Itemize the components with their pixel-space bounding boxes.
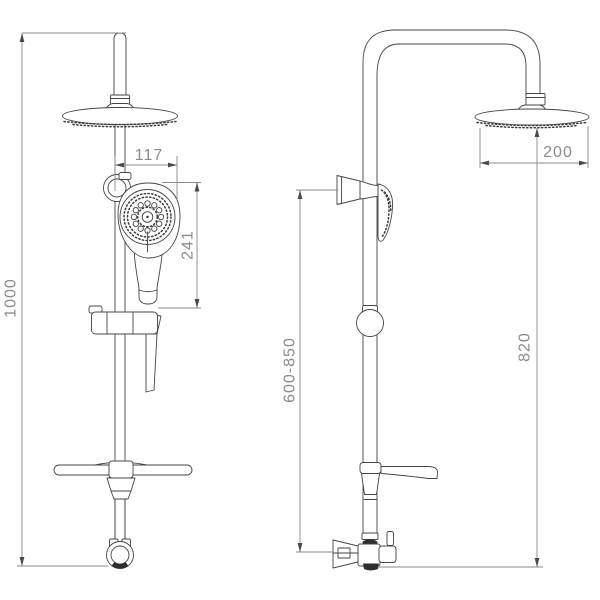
side-gooseneck-pipe: [362, 29, 541, 536]
front-lower-adapters: [106, 477, 136, 542]
dim-head-width: 200: [479, 126, 589, 168]
shelf-hub: [108, 460, 134, 479]
mixer-lever-paddle: [145, 333, 158, 393]
dim-label-adjustable-range: 600-850: [282, 337, 299, 403]
dim-label-head-width: 200: [543, 144, 573, 161]
dim-adjustable-range: 600-850: [282, 189, 338, 553]
side-holder: [336, 175, 393, 242]
elbow-body: [357, 543, 381, 567]
hose-ring-inner: [110, 545, 130, 565]
front-hose-outlet: [106, 538, 134, 569]
holder-bracket: [359, 180, 379, 200]
dim-hand-shower-height: 241: [158, 182, 201, 309]
hose-ring-seal: [106, 541, 134, 569]
elbow-knob: [378, 545, 397, 563]
mixer-body: [91, 311, 158, 335]
side-rain-head-nozzles: [476, 121, 588, 127]
elbow-wall-cone: [332, 539, 359, 569]
side-head-nut: [525, 93, 546, 106]
front-rain-head-nozzles: [63, 120, 177, 126]
dim-overall-height: 1000: [3, 32, 126, 567]
dimensions: 1000 117 241 200: [3, 32, 589, 568]
side-shelf-arm: [380, 466, 438, 479]
front-view: [53, 32, 193, 569]
front-shelf: [53, 460, 193, 479]
hand-shower-handle: [133, 243, 164, 305]
front-mixer-valve: [88, 305, 162, 393]
dim-label-column-height: 820: [517, 332, 534, 362]
side-rain-head-disc: [474, 108, 590, 126]
front-rain-head: [62, 103, 178, 128]
front-rain-head-disc: [62, 107, 178, 125]
side-view: [332, 29, 590, 571]
front-hand-shower: [117, 182, 181, 305]
side-mixer-ball: [356, 309, 384, 337]
holder-cone: [336, 175, 361, 205]
dim-label-hand-shower-width: 117: [135, 147, 164, 164]
elbow-seal: [363, 563, 379, 571]
elbow-pin: [386, 531, 394, 546]
dim-label-hand-shower-height: 241: [180, 230, 197, 260]
side-wall-elbow: [332, 531, 397, 571]
side-mixer-joint: [356, 305, 384, 337]
dim-column-height: 820: [378, 128, 543, 568]
side-rain-head: [474, 104, 590, 129]
side-shelf: [359, 462, 438, 500]
dim-hand-shower-width: 117: [114, 147, 178, 200]
dim-label-overall-height: 1000: [3, 278, 20, 318]
